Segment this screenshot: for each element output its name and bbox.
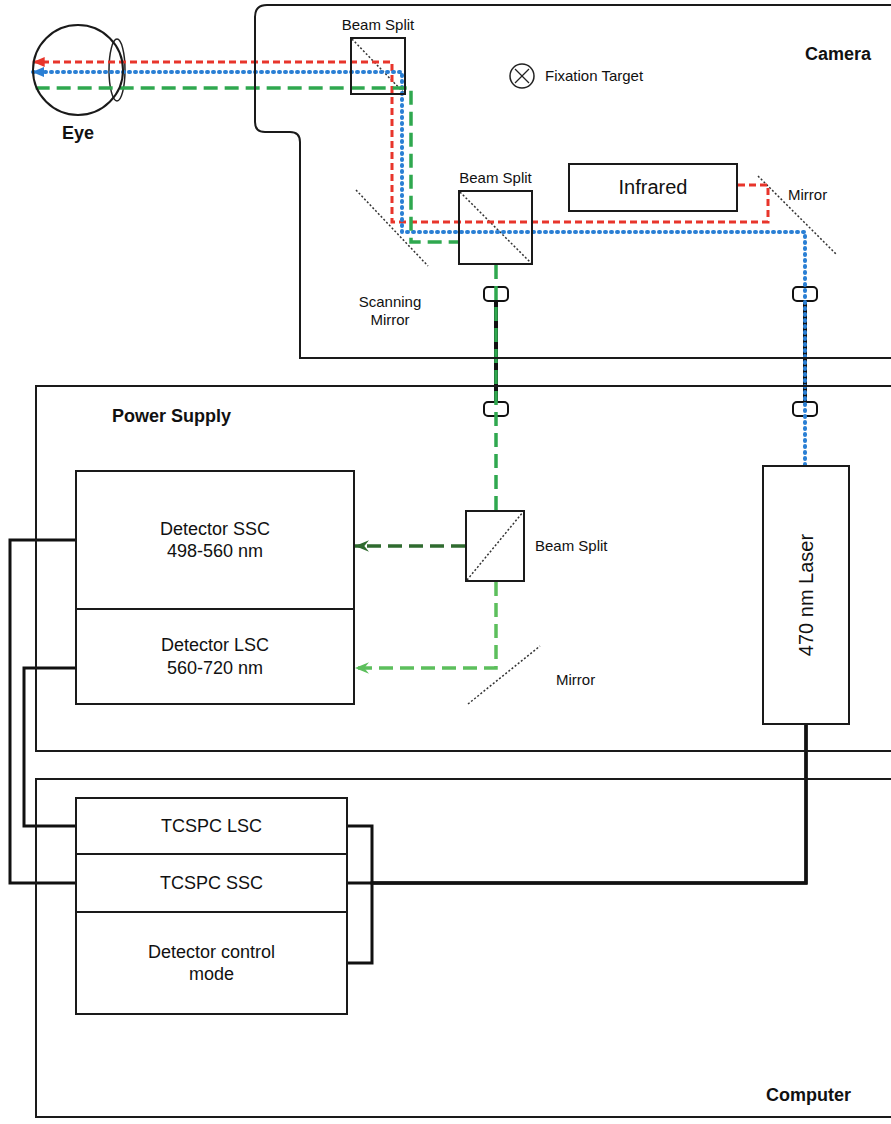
beam-split-box: Beam Split [465,510,525,582]
laser-beam [32,72,805,465]
section-title: Camera [805,43,871,66]
tcspc-box: TCSPC SSC [75,853,348,913]
sync-wire [348,725,806,883]
fixation-target-symbol [510,64,534,88]
mirror-label: Mirror [788,186,827,204]
mirror-symbol [356,176,836,704]
scanning-mirror-label: Scanning Mirror [350,293,430,329]
section-title: Computer [766,1084,851,1107]
section-title: Power Supply [112,405,231,428]
node-text: 470 nm Laser [794,534,819,656]
node-text: Detector SSC 498-560 nm [145,518,285,563]
node-text: Infrared [619,175,688,200]
signal-wire [10,540,75,883]
fiber-cable [484,287,817,416]
fluorescence-beam [36,88,458,242]
sync-wire [348,725,806,963]
beam-split-box: Beam Split [458,190,533,265]
control-box: Detector control mode [75,911,348,1015]
node-text: Beam Split [535,537,608,556]
node-text: Beam Split [459,169,532,188]
ssc-beam [355,544,465,548]
power-supply-panel: Detector SSC 498-560 nm Detector LSC 560-… [35,385,891,752]
housing-outline [255,5,891,358]
node-text: Detector control mode [147,941,277,986]
infrared-box: Infrared [568,163,738,212]
fixation-target-label: Fixation Target [545,67,643,85]
detector-box: Detector SSC 498-560 nm [75,470,355,610]
fluorescence-beam [494,265,498,510]
node-text: TCSPC LSC [161,815,262,838]
camera-housing: Beam SplitBeam SplitInfraredCamera [255,5,891,358]
section-title: Eye [62,122,94,145]
lsc-beam [355,582,496,668]
tcspc-box: TCSPC LSC [75,797,348,855]
signal-wire [24,668,75,826]
node-text: Detector LSC 560-720 nm [145,634,285,679]
laser-box: 470 nm Laser [762,465,850,725]
node-text: Beam Split [342,16,415,35]
node-text: TCSPC SSC [160,872,263,895]
sync-wire [348,725,806,883]
detector-box: Detector LSC 560-720 nm [75,608,355,705]
beam-split-box: Beam Split [350,37,406,95]
mirror-label: Mirror [556,671,595,689]
computer-panel: TCSPC LSC TCSPC SSC Detector control modeC… [35,778,891,1118]
eye-circle: Eye [32,24,124,116]
